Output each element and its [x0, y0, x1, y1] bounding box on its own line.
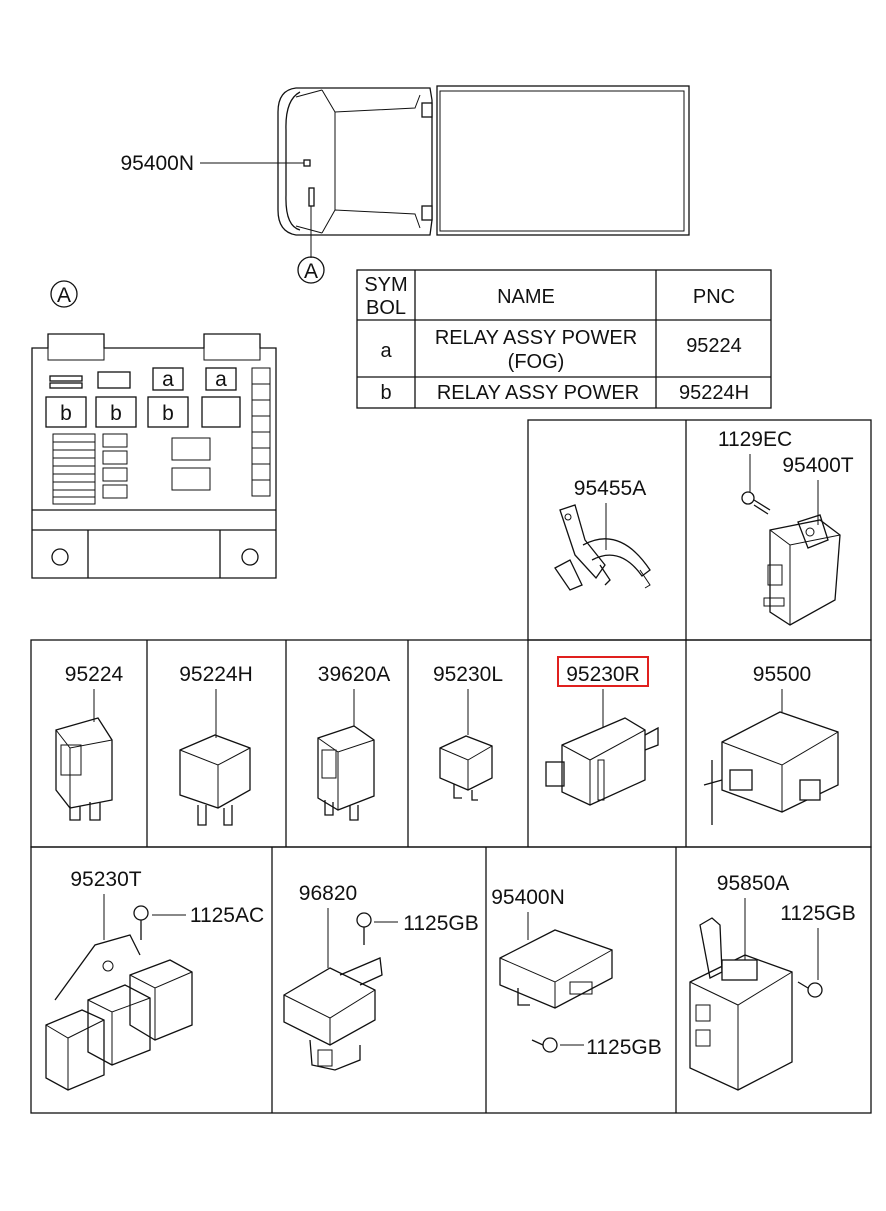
part-95850a-module: 95850A 1125GB: [689, 872, 856, 1091]
relay-slot-b-2: b: [110, 402, 122, 425]
part-96820-module: 96820 1125GB: [283, 882, 479, 1071]
callout-1125gb-b: 1125GB: [586, 1036, 662, 1059]
header-sym-line2: BOL: [366, 297, 406, 319]
row-b-name: RELAY ASSY POWER: [437, 382, 639, 404]
part-95455a-wiring-bracket: 95455A: [554, 477, 651, 591]
callout-95224: 95224: [65, 663, 124, 686]
row-a-pnc: 95224: [686, 335, 742, 357]
callout-95224h: 95224H: [179, 663, 253, 686]
relay-legend-table: SYM BOL NAME PNC a RELAY ASSY POWER (FOG…: [356, 269, 772, 409]
relay-slot-b-1: b: [60, 402, 72, 425]
parts-grid: [30, 419, 872, 1114]
part-95230t-relay-bracket: 95230T 1125AC: [45, 868, 264, 1091]
part-95224h-relay: 95224H: [179, 663, 253, 826]
callout-95455a: 95455A: [574, 477, 646, 500]
fuse-box-detail: A a a b b b: [31, 280, 277, 579]
relay-slot-a-1: a: [162, 368, 174, 391]
header-pnc: PNC: [693, 286, 735, 308]
callout-95230t: 95230T: [70, 868, 141, 891]
part-95400t-module: 1129EC 95400T: [718, 428, 854, 626]
row-a-name-line2: (FOG): [508, 351, 565, 373]
detail-a-marker: A: [57, 284, 71, 307]
callout-39620a: 39620A: [318, 663, 390, 686]
row-b-pnc: 95224H: [679, 382, 749, 404]
part-95230l-relay: 95230L: [433, 663, 503, 801]
header-sym-line1: SYM: [364, 274, 407, 296]
row-a-sym: a: [380, 340, 392, 362]
location-a-circle: [297, 256, 325, 284]
callout-95230l: 95230L: [433, 663, 503, 686]
callout-1125gb-a: 1125GB: [403, 912, 479, 935]
callout-96820: 96820: [299, 882, 357, 905]
relay-slot-b-3: b: [162, 402, 174, 425]
location-a-marker: A: [304, 260, 318, 283]
callout-1125ac: 1125AC: [190, 904, 264, 927]
part-95500-module: 95500: [703, 663, 839, 825]
part-95224-relay: 95224: [55, 663, 124, 821]
callout-95230r: 95230R: [566, 663, 640, 686]
callout-1129ec: 1129EC: [718, 428, 792, 451]
callout-95850a: 95850A: [717, 872, 789, 895]
row-b-sym: b: [380, 382, 391, 404]
callout-95400n-vehicle: 95400N: [120, 152, 194, 175]
callout-1125gb-c: 1125GB: [780, 902, 856, 925]
module-location-marker: [303, 159, 311, 167]
part-95230r-flasher: 95230R: [545, 656, 659, 806]
callout-95400t: 95400T: [782, 454, 853, 477]
vehicle-top-view: A 95400N: [120, 85, 690, 284]
highlight-95230r: [557, 656, 649, 687]
relay-slot-a-2: a: [215, 368, 227, 391]
row-a-name-line1: RELAY ASSY POWER: [435, 327, 637, 349]
callout-95500: 95500: [753, 663, 811, 686]
callout-95400n: 95400N: [491, 886, 565, 909]
header-name: NAME: [497, 286, 555, 308]
part-39620a-relay: 39620A: [317, 663, 390, 821]
part-95400n-module: 95400N 1125GB: [491, 886, 662, 1059]
